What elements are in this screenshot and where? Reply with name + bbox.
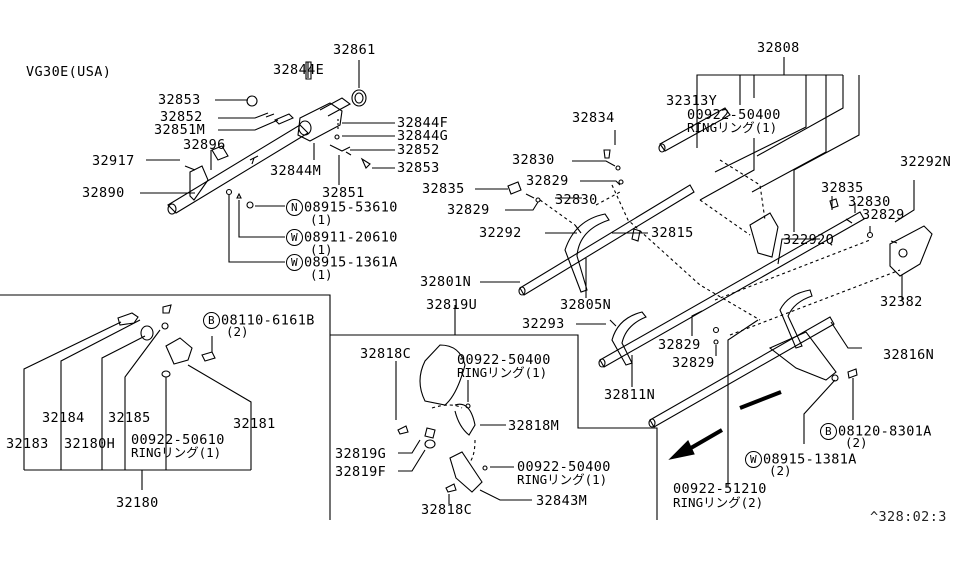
part-label-32829-b[interactable]: 32829 (447, 202, 490, 218)
part-label-32808[interactable]: 32808 (757, 40, 800, 56)
ring-desc-00922-51210: RINGリング(2) (673, 495, 764, 510)
ring-desc-00922-50400-low: RINGリング(1) (517, 472, 608, 487)
part-label-32313y[interactable]: 32313Y (666, 93, 718, 109)
ring-label-00922-50400-mid[interactable]: 00922-50400 (457, 352, 551, 368)
washer-marker-icon: W (745, 451, 762, 468)
part-label-32185[interactable]: 32185 (108, 410, 151, 426)
part-label-32844f[interactable]: 32844F (397, 115, 449, 131)
part-label-32180[interactable]: 32180 (116, 495, 159, 511)
direction-arrows (670, 392, 781, 459)
part-label-32844g[interactable]: 32844G (397, 128, 449, 144)
nut-marker-icon: N (286, 199, 303, 216)
part-label-32292q[interactable]: 32292Q (783, 232, 835, 248)
shift-rails-forks (508, 108, 932, 427)
part-label-32829-d[interactable]: 32829 (658, 337, 701, 353)
ring-desc-00922-50400-top: RINGリング(1) (687, 120, 778, 135)
part-label-32861[interactable]: 32861 (333, 42, 376, 58)
ring-label-00922-50400-low[interactable]: 00922-50400 (517, 459, 611, 475)
leaders-upper-left (140, 60, 395, 262)
part-label-32811n[interactable]: 32811N (604, 387, 656, 403)
part-label-32292n[interactable]: 32292N (900, 154, 952, 170)
part-label-32184[interactable]: 32184 (42, 410, 85, 426)
part-label-32181[interactable]: 32181 (233, 416, 276, 432)
part-label-32896[interactable]: 32896 (183, 137, 226, 153)
bolt-marker-icon: B (203, 312, 220, 329)
qty-08911-20610: (1) (310, 242, 333, 257)
washer-marker-icon: W (286, 229, 303, 246)
part-label-32819f[interactable]: 32819F (335, 464, 387, 480)
part-label-32818c-a[interactable]: 32818C (360, 346, 412, 362)
part-label-32829-a[interactable]: 32829 (526, 173, 569, 189)
ring-label-00922-50610[interactable]: 00922-50610 (131, 432, 225, 448)
shift-shaft-assembly (168, 62, 370, 214)
part-label-32853[interactable]: 32853 (158, 92, 201, 108)
part-label-32835-a[interactable]: 32835 (422, 181, 465, 197)
part-label-32180h[interactable]: 32180H (64, 436, 116, 452)
part-label-32830-a[interactable]: 32830 (512, 152, 555, 168)
part-label-32818c-b[interactable]: 32818C (421, 502, 473, 518)
part-label-32801n[interactable]: 32801N (420, 274, 472, 290)
model-title: VG30E(USA) (26, 64, 112, 80)
part-label-32835-b[interactable]: 32835 (821, 180, 864, 196)
part-label-32382[interactable]: 32382 (880, 294, 923, 310)
striking-rod-assembly (118, 305, 215, 377)
part-label-32851[interactable]: 32851 (322, 185, 365, 201)
leaders-lower-left (24, 320, 251, 490)
part-label-32853b[interactable]: 32853 (397, 160, 440, 176)
part-label-32830-b[interactable]: 32830 (555, 192, 598, 208)
ring-label-00922-50400-top[interactable]: 00922-50400 (687, 107, 781, 123)
part-label-32818m[interactable]: 32818M (508, 418, 560, 434)
part-label-32844e[interactable]: 32844E (273, 62, 325, 78)
leaders-middle-lower (396, 305, 532, 504)
ring-desc-00922-50610: RINGリング(1) (131, 445, 222, 460)
part-label-32183[interactable]: 32183 (6, 436, 49, 452)
part-label-32843m[interactable]: 32843M (536, 493, 588, 509)
part-label-32890[interactable]: 32890 (82, 185, 125, 201)
part-label-32805n[interactable]: 32805N (560, 297, 612, 313)
ring-desc-00922-50400-mid: RINGリング(1) (457, 365, 548, 380)
part-label-32852[interactable]: 32852 (160, 109, 203, 125)
qty-08915-1361a: (1) (310, 267, 333, 282)
part-label-32819u[interactable]: 32819U (426, 297, 478, 313)
part-label-32292[interactable]: 32292 (479, 225, 522, 241)
part-label-32829-e[interactable]: 32829 (672, 355, 715, 371)
qty-08915-1381a: (2) (769, 463, 792, 478)
part-label-32829-c[interactable]: 32829 (862, 207, 905, 223)
part-label-32293[interactable]: 32293 (522, 316, 565, 332)
section-frames (0, 295, 657, 520)
part-label-32816n[interactable]: 32816N (883, 347, 935, 363)
part-label-32852b[interactable]: 32852 (397, 142, 440, 158)
part-label-32851m[interactable]: 32851M (154, 122, 206, 138)
part-label-32830-c[interactable]: 32830 (848, 194, 891, 210)
leaders-right (475, 57, 914, 487)
ring-label-00922-51210[interactable]: 00922-51210 (673, 481, 767, 497)
part-label-32917[interactable]: 32917 (92, 153, 135, 169)
part-label-32819g[interactable]: 32819G (335, 446, 387, 462)
bolt-marker-icon: B (820, 423, 837, 440)
part-label-32834[interactable]: 32834 (572, 110, 615, 126)
qty-08915-53610: (1) (310, 212, 333, 227)
part-label-32844m[interactable]: 32844M (270, 163, 322, 179)
washer-marker-icon: W (286, 254, 303, 271)
qty-08120-8301a: (2) (845, 435, 868, 450)
part-label-32815[interactable]: 32815 (651, 225, 694, 241)
figure-code: ^328:02:3 (870, 509, 947, 525)
qty-08110-6161b: (2) (226, 324, 249, 339)
control-lever-assembly (398, 345, 487, 492)
